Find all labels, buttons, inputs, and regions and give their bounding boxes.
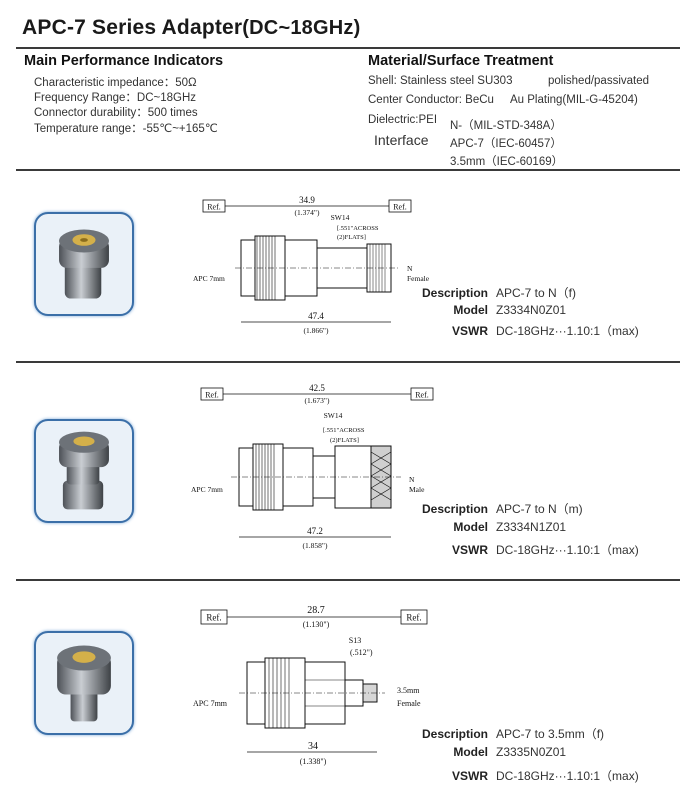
top-dimension-inch: (1.673") (305, 396, 330, 405)
flats-note-1: (.512") (350, 648, 373, 657)
spec-temperature: Temperature range：-55℃~+165℃ (34, 123, 218, 135)
top-dimension-inch: (1.374") (295, 208, 320, 217)
right-port-type: N (407, 264, 413, 273)
ref-right: Ref. (406, 613, 421, 623)
section-rule-2 (16, 361, 680, 363)
product-photo-1 (34, 212, 134, 316)
right-port-gender: Female (407, 274, 430, 283)
wrench-size: SW14 (324, 411, 343, 420)
right-port-type: 3.5mm (397, 686, 420, 695)
drawing-adapter-2: Ref. Ref. 42.5 (1.673") SW14 [.551"ACROS… (191, 383, 434, 550)
ref-left: Ref. (207, 203, 221, 212)
top-dimension: 42.5 (309, 383, 325, 393)
material-heading: Material/Surface Treatment (368, 53, 554, 69)
material-dielectric-std: N-（MIL-STD-348A） (450, 120, 562, 132)
left-port: APC 7mm (193, 274, 225, 283)
drawing-adapter-3: Ref. Ref. 28.7 (1.130") S13 (.512") APC … (193, 605, 428, 766)
spec-frequency: Frequency Range：DC~18GHz (34, 92, 197, 104)
top-dimension: 34.9 (299, 195, 315, 205)
adapter-photo-icon (59, 229, 109, 299)
material-center: Center Conductor: BeCu (368, 94, 494, 106)
top-dimension: 28.7 (307, 605, 325, 616)
page-title: APC-7 Series Adapter(DC~18GHz) (22, 16, 360, 40)
product-photo-3 (34, 631, 134, 735)
spec-durability: Connector durability：500 times (34, 107, 198, 119)
material-shell-finish: polished/passivated (548, 75, 650, 87)
top-dimension-inch: (1.130") (303, 620, 330, 629)
title-main: APC-7 Series Adapter (22, 16, 243, 39)
flats-note-2: (2)FLATS] (330, 437, 359, 444)
right-port-gender: Female (397, 699, 421, 708)
section-rule-3 (16, 579, 680, 581)
material-center-plating: Au Plating(MIL-G-45204) (510, 94, 638, 106)
wrench-size: S13 (349, 636, 361, 645)
ref-right: Ref. (415, 391, 429, 400)
ref-right: Ref. (393, 203, 407, 212)
adapter-photo-icon (57, 645, 111, 722)
left-port: APC 7mm (193, 699, 228, 708)
flats-note-2: (2)FLATS] (337, 234, 366, 241)
bottom-dimension-inch: (1.858") (303, 541, 328, 550)
ref-left: Ref. (206, 613, 221, 623)
wrench-size: SW14 (331, 213, 350, 222)
bottom-dimension-inch: (1.338") (300, 757, 327, 766)
product-photo-2 (34, 419, 134, 523)
bottom-dimension: 47.4 (308, 311, 324, 321)
left-port: APC 7mm (191, 485, 223, 494)
bottom-dimension-inch: (1.866") (304, 326, 329, 335)
material-shell: Shell: Stainless steel SU303 (368, 75, 513, 87)
interface-apc7: APC-7（IEC-60457） (450, 138, 562, 150)
spec-impedance: Characteristic impedance：50Ω (34, 77, 197, 89)
flats-note-1: [.551"ACROSS (337, 225, 379, 232)
material-dielectric: Dielectric:PEI (368, 114, 438, 126)
right-port-type: N (409, 475, 415, 484)
title-rule (16, 47, 680, 49)
adapter-photo-icon (59, 431, 109, 510)
bottom-dimension: 34 (308, 741, 318, 752)
ref-left: Ref. (205, 391, 219, 400)
interface-35mm: 3.5mm（IEC-60169） (450, 156, 564, 168)
flats-note-1: [.551"ACROSS (323, 427, 365, 434)
bottom-dimension: 47.2 (307, 526, 323, 536)
title-frequency: (DC~18GHz) (242, 17, 361, 39)
right-port-gender: Male (409, 485, 425, 494)
section-rule-1 (16, 169, 680, 171)
performance-heading: Main Performance Indicators (24, 53, 224, 69)
drawing-adapter-1: Ref. Ref. 34.9 (1.374") SW14 [.551"ACROS… (193, 195, 430, 335)
interface-label: Interface (374, 132, 429, 148)
